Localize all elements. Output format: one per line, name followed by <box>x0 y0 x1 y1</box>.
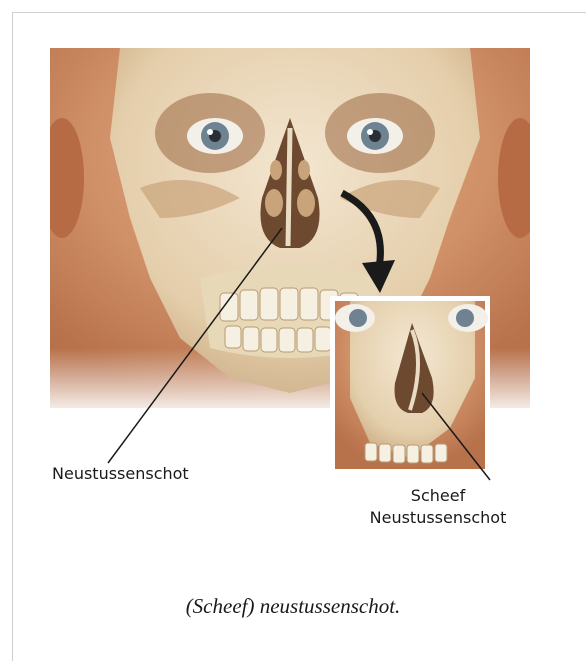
deviated-label-line2: Neustussenschot <box>348 507 528 529</box>
right-eye <box>347 118 403 154</box>
left-eye <box>187 118 243 154</box>
deviated-septum-label: Scheef Neustussenschot <box>348 485 528 529</box>
septum-label: Neustussenschot <box>52 463 189 485</box>
deviated-label-line1: Scheef <box>348 485 528 507</box>
figure-caption: (Scheef) neustussenschot. <box>0 594 586 619</box>
deviated-septum-inset <box>330 296 490 480</box>
